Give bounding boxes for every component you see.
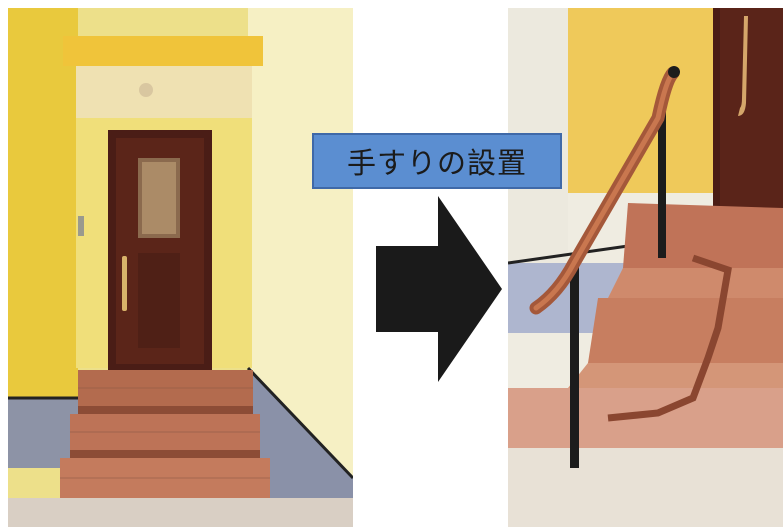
right-arrow-icon <box>376 196 502 382</box>
entrance-steps-with-handrail-photo <box>508 8 783 527</box>
caption-text: 手すりの設置 <box>346 146 527 180</box>
entrance-steps-photo <box>8 8 353 527</box>
after-photo <box>508 8 783 527</box>
before-photo <box>8 8 353 527</box>
caption-box: 手すりの設置 <box>312 133 562 189</box>
